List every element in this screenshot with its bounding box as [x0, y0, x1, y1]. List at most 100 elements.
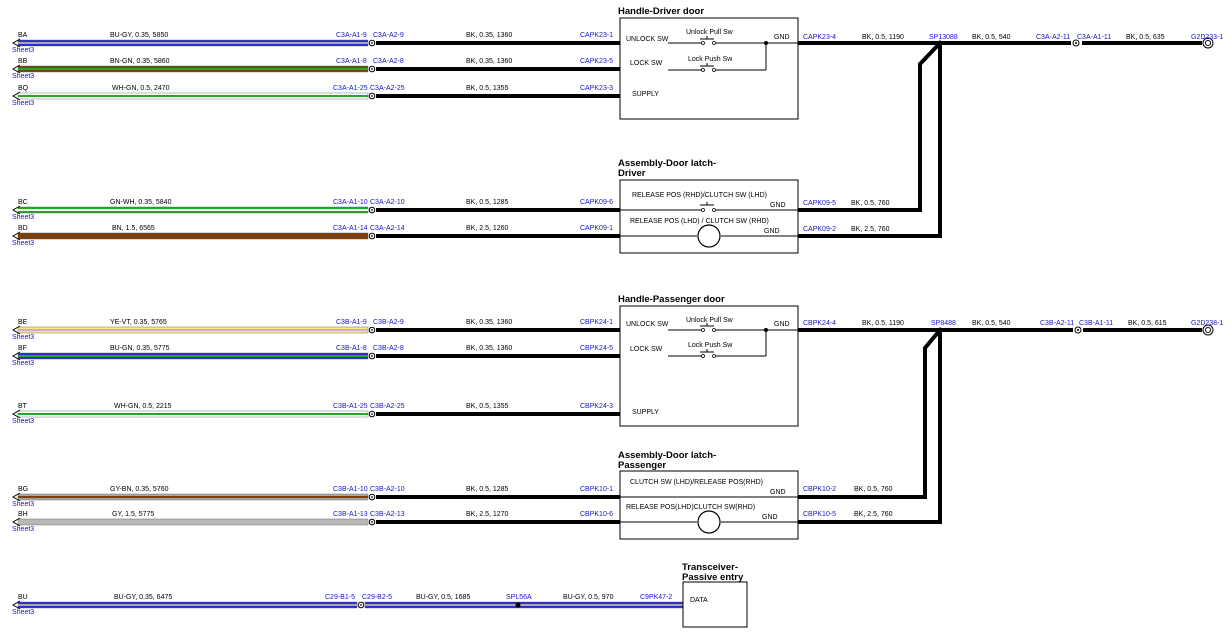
connector-a: C3A-A1-25 [333, 85, 368, 92]
wire-spec-2: BK, 0.35, 1360 [466, 58, 512, 65]
driver-gnd-splice: SP13088 [929, 34, 958, 41]
sheet-arrow-icon [11, 205, 21, 215]
circuit-id: BE [18, 319, 28, 326]
circuit-id: BG [18, 486, 28, 493]
sheet-ref: Sheet3 [12, 526, 34, 533]
transceiver-title-1: Transceiver- [682, 562, 738, 573]
connector-a: C3B-A1-10 [333, 486, 368, 493]
circuit-id: BA [18, 32, 28, 39]
component-pin: CBPK24-1 [580, 319, 613, 326]
wire-spec-2: BK, 0.5, 1285 [466, 199, 509, 206]
handle-passenger-title: Handle-Passenger door [618, 294, 725, 305]
connector-pin-dot [371, 68, 373, 70]
wire-spec-2: BU-GY, 0.5, 1685 [416, 594, 470, 601]
connector-pin-dot [371, 209, 373, 211]
handle-passenger-switch2-label: Lock Push Sw [688, 342, 733, 349]
wire-stripe [18, 95, 368, 97]
passenger-latch-wire2: BK, 2.5, 760 [854, 511, 893, 518]
latch-driver-internal-wiring [620, 202, 798, 248]
circuit-id: BD [18, 225, 28, 232]
latch-driver-motor-icon [697, 224, 721, 248]
latch-driver-pin1: RELEASE POS (RHD)/CLUTCH SW (LHD) [632, 192, 767, 199]
component-pin: CBPK10-1 [580, 486, 613, 493]
connector-a: C3B-A1-13 [333, 511, 368, 518]
component-pin: CAPK23-1 [580, 32, 613, 39]
wire-stripe [18, 413, 368, 415]
wire-stripe [18, 329, 368, 331]
circuit-id: BU [18, 594, 28, 601]
driver-latch-wire1: BK, 0.5, 760 [851, 200, 890, 207]
sheet-arrow-icon [11, 91, 21, 101]
latch-driver-gnd2: GND [764, 228, 780, 235]
sheet-arrow-icon [11, 231, 21, 241]
wire-stripe [18, 209, 368, 211]
sheet-arrow-icon [11, 38, 21, 48]
wire-spec: GY-BN, 0.35, 5760 [110, 486, 169, 493]
driver-latch-wire2: BK, 2.5, 760 [851, 226, 890, 233]
passenger-gnd-conn-a: C3B-A2-11 [1040, 320, 1074, 327]
passenger-gnd-wire2: BK, 0.5, 540 [972, 320, 1011, 327]
handle-driver-box [619, 17, 799, 120]
connector-a: C3A-A1-14 [333, 225, 368, 232]
driver-gnd-wire2: BK, 0.5, 540 [972, 34, 1011, 41]
circuit-id: BH [18, 511, 28, 518]
passenger-latch-pin1: CBPK10-2 [803, 486, 836, 493]
circuit-id: BT [18, 403, 28, 410]
latch-passenger-internal-wiring [620, 496, 798, 534]
handle-driver-pin-supply: SUPPLY [632, 91, 659, 98]
passenger-latch-pin2: CBPK10-5 [803, 511, 836, 518]
connector-pin-dot [371, 329, 373, 331]
component-pin: CAPK23-5 [580, 58, 613, 65]
wire-stripe [18, 355, 368, 357]
sheet-arrow-icon [11, 351, 21, 361]
handle-driver-internal-wiring [668, 36, 798, 72]
sheet-arrow-icon [11, 325, 21, 335]
wire-spec: WH-GN, 0.5, 2470 [112, 85, 170, 92]
wire-spec: BU-GY, 0.35, 5850 [110, 32, 168, 39]
sheet-ref: Sheet3 [12, 240, 34, 247]
wire-spec-2: BK, 0.5, 1355 [466, 403, 509, 410]
wire-spec: WH-GN, 0.5, 2215 [114, 403, 172, 410]
wire-spec: BU-GY, 0.35, 6475 [114, 594, 172, 601]
passenger-gnd-conn-b: C3B-A1-11 [1079, 320, 1113, 327]
wire-stripe [18, 521, 368, 523]
handle-driver-pin-unlock: UNLOCK SW [626, 36, 669, 43]
handle-driver-title: Handle-Driver door [618, 6, 704, 17]
handle-passenger-switch1-label: Unlock Pull Sw [686, 317, 734, 324]
connector-b: C3B-A2-9 [373, 319, 404, 326]
connector-a: C3B-A1-8 [336, 345, 367, 352]
wire-stripe [18, 496, 368, 498]
connector-a: C29-B1-5 [325, 594, 355, 601]
connector-pin-dot [360, 604, 362, 606]
connector-a: C3A-A1-9 [336, 32, 367, 39]
connector-b: C29-B2-5 [362, 594, 392, 601]
circuit-id: BF [18, 345, 27, 352]
component-pin: C9PK47-2 [640, 594, 672, 601]
wire-spec: BN, 1.5, 6565 [112, 225, 155, 232]
wire-spec: BU-GN, 0.35, 5775 [110, 345, 170, 352]
transceiver-box [682, 581, 748, 628]
passenger-gnd-wire3: BK, 0.5, 615 [1128, 320, 1167, 327]
circuit-id: BQ [18, 85, 29, 92]
connector-b: C3A-A2-8 [373, 58, 404, 65]
latch-passenger-pin1: CLUTCH SW (LHD)/RELEASE POS(RHD) [630, 479, 763, 486]
sheet-arrow-icon [11, 517, 21, 527]
wire-spec-2: BK, 0.35, 1360 [466, 32, 512, 39]
handle-passenger-pin-supply: SUPPLY [632, 409, 659, 416]
passenger-ground-network [798, 324, 1214, 524]
connector-a: C3A-A1-8 [336, 58, 367, 65]
connector-b: C3A-A2-9 [373, 32, 404, 39]
sheet-ref: Sheet3 [12, 609, 34, 616]
passenger-gnd-ground: G2D238-1 [1191, 320, 1223, 327]
handle-passenger-pin-unlock: UNLOCK SW [626, 321, 669, 328]
transceiver-title-2: Passive entry [682, 572, 744, 583]
sheet-ref: Sheet3 [12, 334, 34, 341]
